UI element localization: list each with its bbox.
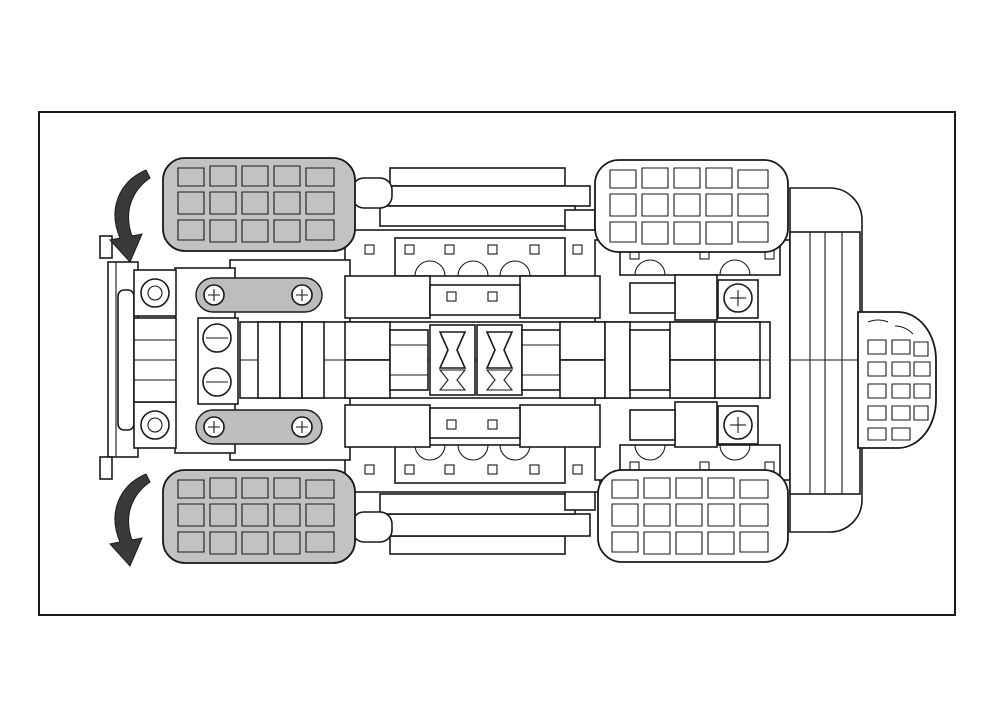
- steering-link-bottom: [195, 409, 323, 445]
- spare-tire: [857, 311, 937, 449]
- drive-shaft: [239, 321, 771, 399]
- rotate-arrow-top-icon: [109, 169, 151, 263]
- rotate-arrow-bottom-icon: [109, 473, 151, 567]
- step-frame: [38, 111, 956, 616]
- hub-front-top: [351, 177, 393, 209]
- steering-link-top: [195, 277, 323, 313]
- rear-bumper: [789, 187, 863, 533]
- front-tire-bottom: [162, 469, 356, 564]
- chassis-top-panel: [359, 167, 596, 236]
- front-suspension: [174, 267, 323, 454]
- stud-row-bottom: [364, 444, 583, 484]
- stud-row-top: [364, 237, 583, 277]
- chassis-bottom-panel: [359, 484, 596, 555]
- front-tire-top: [162, 157, 356, 252]
- universal-joint: [429, 324, 523, 396]
- rear-tire-top: [594, 159, 789, 253]
- rear-tire-bottom: [597, 469, 789, 563]
- rear-axle: [629, 274, 759, 448]
- hub-front-bottom: [351, 511, 393, 543]
- front-bumper: [99, 235, 177, 480]
